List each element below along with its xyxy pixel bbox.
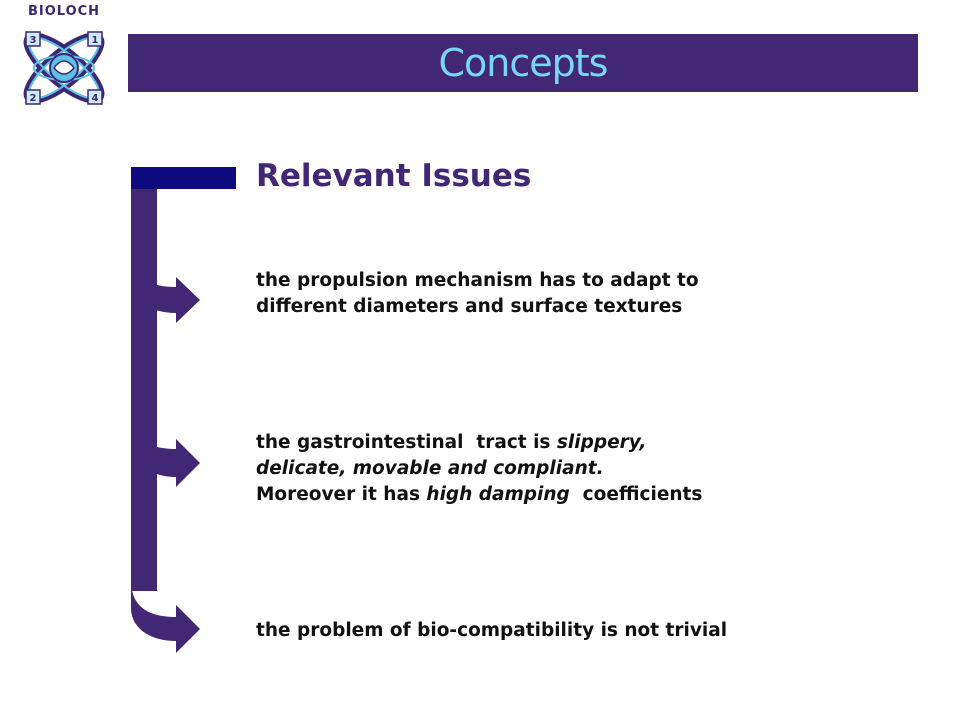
arrow-3 bbox=[131, 580, 200, 653]
issue-item-1: the propulsion mechanism has to adapt to… bbox=[256, 268, 699, 320]
arrow-1 bbox=[131, 250, 200, 323]
issue-1-line-2: different diameters and surface textures bbox=[256, 296, 683, 317]
title-bar: Concepts bbox=[128, 34, 918, 92]
atom-logo-icon: 1 2 3 4 bbox=[23, 31, 105, 105]
logo-badge-4: 4 bbox=[92, 93, 99, 104]
issue-2-line-2: delicate, movable and compliant. bbox=[256, 456, 702, 482]
section-heading: Relevant Issues bbox=[256, 158, 532, 194]
issue-2-emphasis: slippery, bbox=[556, 432, 647, 453]
arrow-2 bbox=[131, 412, 200, 487]
issue-item-3: the problem of bio-compatibility is not … bbox=[256, 618, 727, 644]
bracket-vertical-bar bbox=[131, 189, 157, 591]
issue-2-line-1: the gastrointestinal tract is slippery, bbox=[256, 430, 702, 456]
issue-2-text-coefficients: coefficients bbox=[569, 484, 703, 505]
issue-2-text: the gastrointestinal tract is bbox=[256, 432, 557, 453]
page-title: Concepts bbox=[438, 41, 609, 85]
bioloch-logo: BIOLOCH 1 2 3 4 bbox=[8, 4, 120, 116]
issue-1-line-1: the propulsion mechanism has to adapt to bbox=[256, 270, 699, 291]
issue-2-text-moreover: Moreover it has bbox=[256, 484, 427, 505]
issue-3-line-1: the problem of bio-compatibility is not … bbox=[256, 620, 728, 641]
logo-badge-1: 1 bbox=[92, 35, 99, 46]
bracket-top-bar bbox=[131, 167, 236, 189]
issue-2-emphasis-damping: high damping bbox=[426, 484, 570, 505]
logo-text: BIOLOCH bbox=[27, 4, 101, 19]
issue-item-2: the gastrointestinal tract is slippery, … bbox=[256, 430, 702, 508]
logo-badge-2: 2 bbox=[30, 93, 37, 104]
logo-badge-3: 3 bbox=[30, 35, 37, 46]
issue-2-line-3: Moreover it has high damping coefficient… bbox=[256, 482, 702, 508]
issue-2-emphasis-line: delicate, movable and compliant. bbox=[256, 458, 604, 479]
